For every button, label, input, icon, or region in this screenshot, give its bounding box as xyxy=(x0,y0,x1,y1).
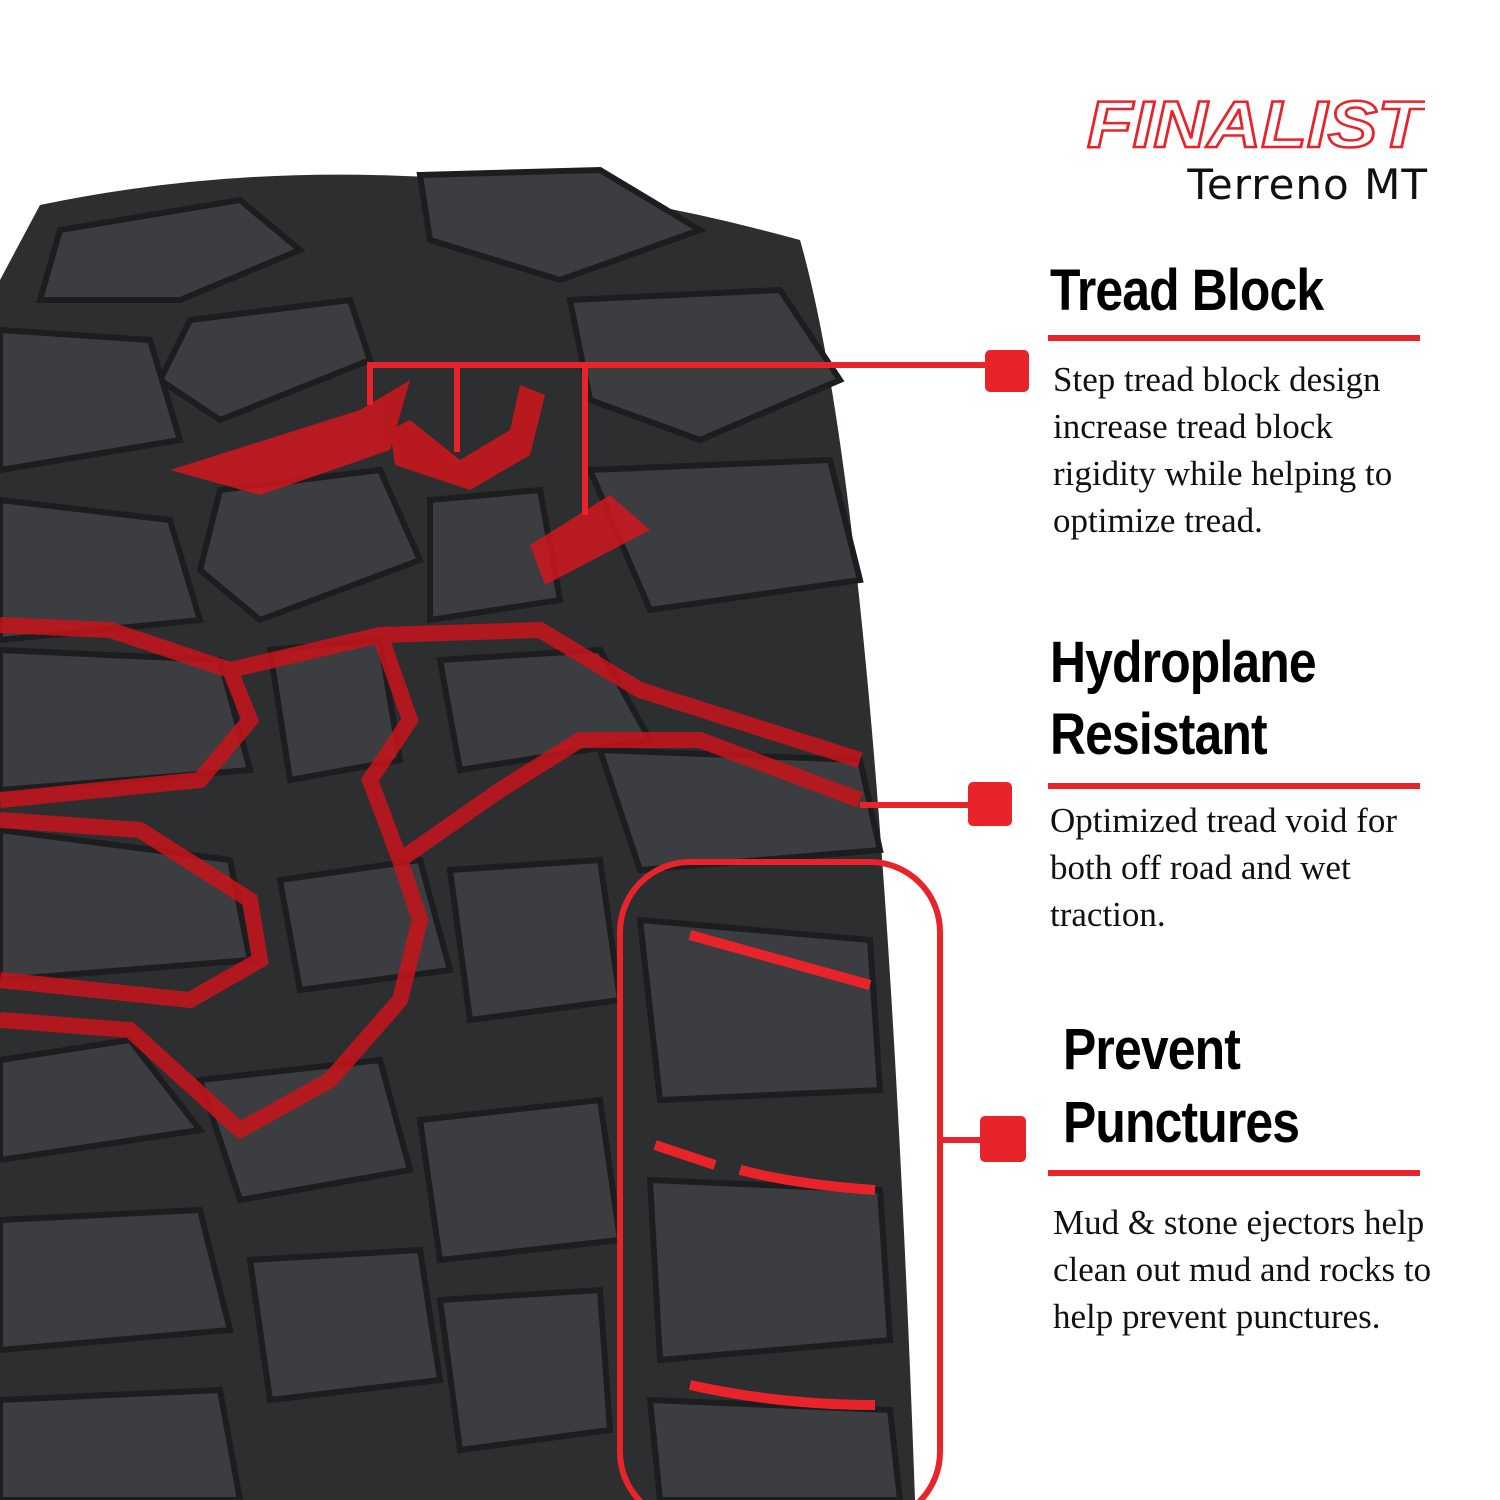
feature-title-hydroplane-line2: Resistant xyxy=(1050,702,1268,767)
callout-marker-punctures xyxy=(980,1116,1026,1162)
feature-description-punctures: Mud & stone ejectors help clean out mud … xyxy=(1053,1203,1432,1336)
feature-title-punctures-line1: Prevent xyxy=(1063,1017,1241,1082)
finalist-logo: FINALIST xyxy=(1086,92,1425,154)
model-name: Terreno MT xyxy=(1187,160,1428,209)
tread-block-highlight xyxy=(170,380,650,585)
divider xyxy=(1048,783,1420,789)
feature-description-tread-block: Step tread block design increase tread b… xyxy=(1053,360,1393,540)
feature-title-tread-block: Tread Block xyxy=(1050,258,1324,323)
callout-lines xyxy=(367,362,1005,1500)
callout-marker-hydroplane xyxy=(968,782,1012,826)
divider xyxy=(1048,1170,1420,1176)
callout-marker-tread-block xyxy=(985,350,1029,392)
hydroplane-void-highlight xyxy=(0,617,863,1140)
mud-ejector-highlight xyxy=(653,930,876,1410)
feature-title-punctures-line2: Punctures xyxy=(1063,1090,1300,1155)
feature-title-hydroplane-line1: Hydroplane xyxy=(1050,630,1317,695)
divider xyxy=(1048,335,1420,341)
svg-text:FINALIST: FINALIST xyxy=(1087,92,1425,154)
feature-description-hydroplane: Optimized tread void for both off road a… xyxy=(1050,801,1397,934)
